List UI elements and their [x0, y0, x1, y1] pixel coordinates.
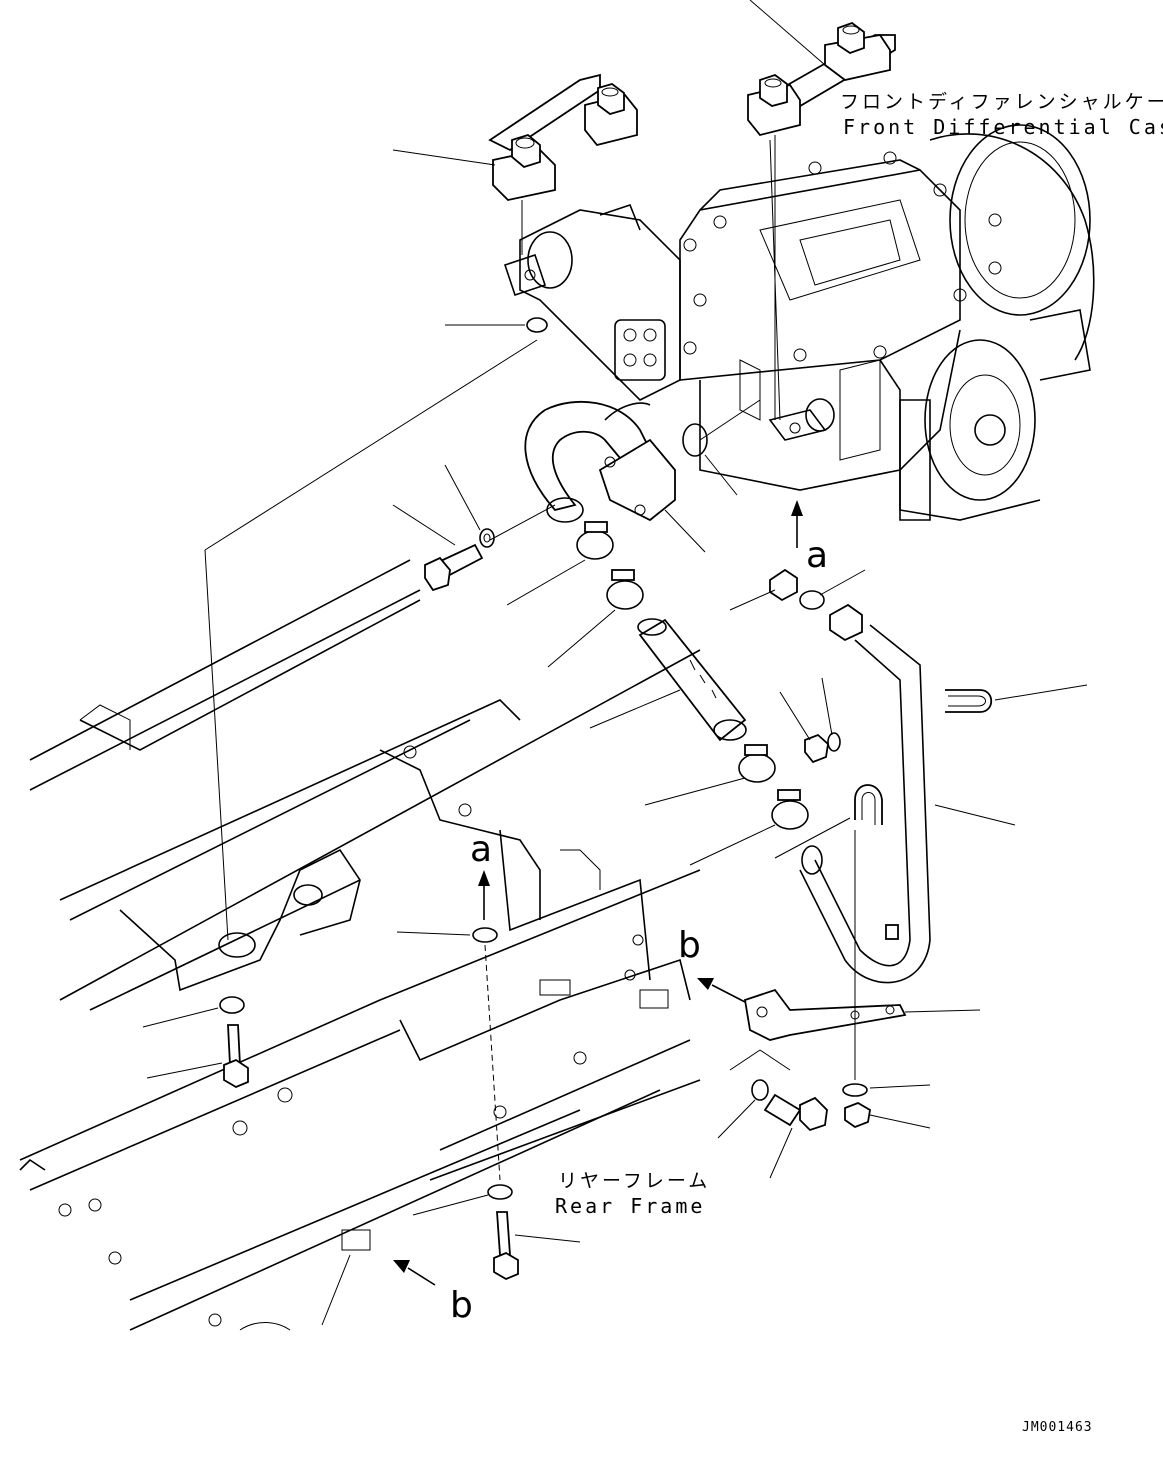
upper-hose-clamps [576, 521, 644, 610]
u-bolt-icon [854, 784, 883, 825]
drawing-code: JM001463 [1022, 1420, 1093, 1435]
washer-icon [842, 1083, 868, 1097]
front-differential-case [503, 124, 1095, 521]
arrow-up-icon [791, 500, 803, 516]
washer-icon [219, 996, 245, 1014]
rubber-hose [637, 618, 747, 742]
u-bolts [854, 689, 993, 1080]
washer-icon [827, 732, 841, 752]
reference-b-upper: b [678, 925, 701, 966]
left-mount-fasteners [219, 317, 548, 1281]
washer-icon [479, 528, 495, 548]
front-differential-case-label-jp: フロントディファレンシャルケース [840, 91, 1163, 113]
u-bolt-icon [945, 689, 993, 713]
upper-flange-bolt [424, 528, 495, 592]
arrow-left-icon [697, 978, 714, 990]
o-ring-icon [682, 423, 708, 457]
front-differential-case-label-en: Front Differential Case [843, 115, 1163, 139]
bolt-icon [496, 1211, 511, 1256]
reference-b-lower: b [450, 1285, 473, 1326]
washer-icon [526, 317, 548, 333]
lower-right-fasteners [751, 1079, 871, 1132]
elbow-pipe-with-flange [524, 400, 676, 523]
upper-left-mount-bracket [488, 73, 638, 255]
bracket-icon [743, 988, 907, 1041]
o-ring-icon [799, 590, 825, 610]
rear-frame [19, 559, 701, 1331]
reference-a-upper: a [806, 535, 829, 576]
washer-icon [472, 927, 498, 943]
reference-arrows [393, 500, 803, 1286]
steel-pipe [799, 603, 931, 984]
pipe-support-bracket [743, 988, 907, 1041]
arrow-up-icon [478, 870, 490, 886]
rear-frame-label-jp: リヤーフレーム [558, 1170, 711, 1192]
washer-icon [487, 1184, 513, 1200]
lower-hose-clamps [738, 744, 809, 830]
reference-lines [204, 139, 856, 1181]
arrow-left-icon [393, 1260, 410, 1273]
nut-and-washer [804, 732, 841, 764]
washer-icon [751, 1079, 769, 1101]
leader-lines [142, 0, 1088, 1326]
reference-a-lower: a [470, 829, 493, 870]
bolt-icon [227, 1024, 241, 1066]
rear-frame-label-en: Rear Frame [555, 1194, 706, 1218]
